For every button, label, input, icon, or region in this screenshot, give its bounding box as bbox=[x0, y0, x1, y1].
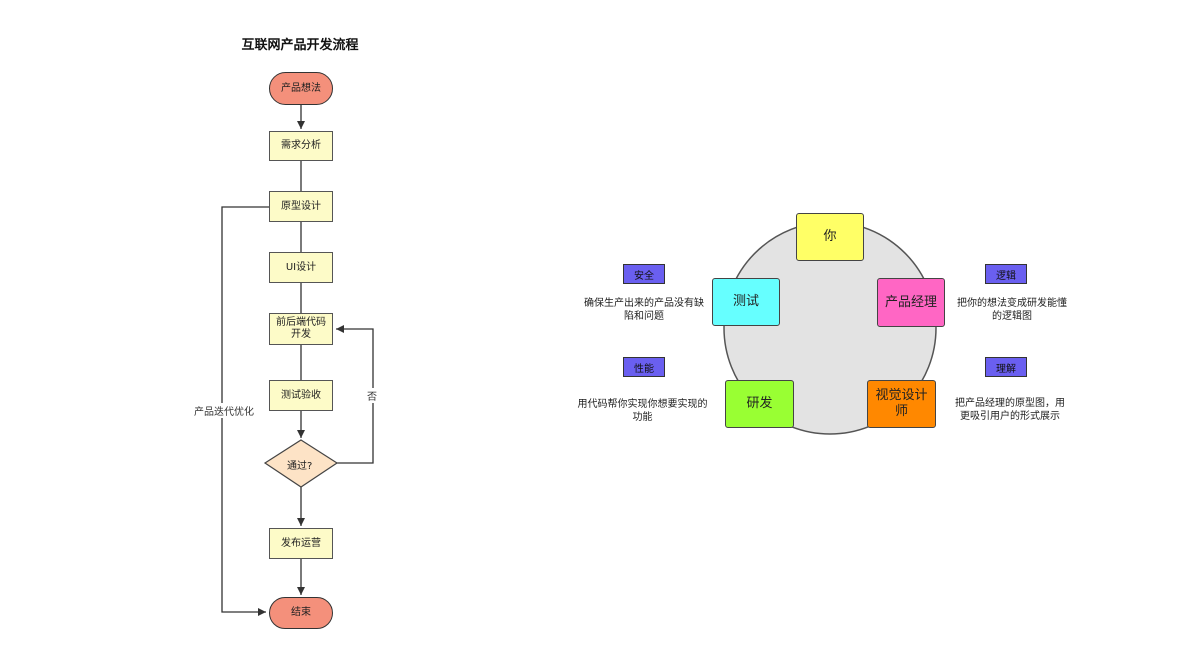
role-you: 你 bbox=[796, 213, 864, 261]
desc-performance-line1: 用代码帮你实现你想要实现的 bbox=[577, 399, 708, 410]
desc-security: 确保生产出来的产品没有缺 陷和问题 bbox=[573, 297, 715, 323]
edge-label-no: 否 bbox=[367, 388, 377, 403]
tag-security: 安全 bbox=[623, 264, 665, 284]
node-prototype-label: 原型设计 bbox=[281, 200, 321, 212]
edge-label-iterate: 产品迭代优化 bbox=[194, 403, 254, 418]
desc-logic: 把你的想法变成研发能懂 的逻辑图 bbox=[950, 297, 1074, 323]
desc-understanding-line1: 把产品经理的原型图，用 bbox=[955, 398, 1065, 409]
role-visual-designer-label-line1: 视觉设计 bbox=[875, 388, 928, 403]
desc-performance-line2: 功能 bbox=[632, 412, 653, 423]
role-tester: 测试 bbox=[712, 278, 780, 326]
desc-performance: 用代码帮你实现你想要实现的 功能 bbox=[570, 398, 715, 424]
desc-understanding: 把产品经理的原型图，用 更吸引用户的形式展示 bbox=[945, 397, 1075, 423]
role-product-manager: 产品经理 bbox=[877, 278, 945, 327]
node-prototype: 原型设计 bbox=[269, 191, 333, 222]
role-visual-designer-label-line2: 师 bbox=[894, 404, 908, 419]
node-development-label-line2: 开发 bbox=[291, 329, 311, 340]
tag-performance: 性能 bbox=[623, 357, 665, 377]
desc-understanding-line2: 更吸引用户的形式展示 bbox=[960, 411, 1060, 422]
role-you-label: 你 bbox=[823, 229, 837, 244]
flowchart-title: 互联网产品开发流程 bbox=[241, 38, 359, 53]
node-product-idea-label: 产品想法 bbox=[281, 82, 321, 94]
node-ui-design-label: UI设计 bbox=[285, 261, 317, 273]
tag-logic: 逻辑 bbox=[985, 264, 1027, 284]
decision-diamond bbox=[263, 439, 339, 488]
role-developer: 研发 bbox=[725, 380, 794, 428]
role-tester-label: 测试 bbox=[732, 294, 759, 309]
desc-security-line2: 陷和问题 bbox=[624, 311, 664, 322]
node-ui-design: UI设计 bbox=[269, 252, 333, 283]
desc-logic-line2: 的逻辑图 bbox=[992, 311, 1032, 322]
desc-security-line1: 确保生产出来的产品没有缺 bbox=[584, 298, 704, 309]
node-end-label: 结束 bbox=[291, 607, 311, 618]
node-development: 前后端代码 开发 bbox=[269, 313, 333, 345]
role-visual-designer: 视觉设计 师 bbox=[867, 380, 936, 428]
node-requirements-label: 需求分析 bbox=[281, 140, 321, 151]
node-acceptance-test-label: 测试验收 bbox=[281, 389, 321, 401]
node-development-label-line1: 前后端代码 bbox=[276, 317, 326, 328]
node-requirements: 需求分析 bbox=[269, 131, 333, 161]
desc-logic-line1: 把你的想法变成研发能懂 bbox=[957, 298, 1067, 309]
tag-understanding: 理解 bbox=[985, 357, 1027, 377]
node-acceptance-test: 测试验收 bbox=[269, 380, 333, 411]
node-product-idea: 产品想法 bbox=[269, 72, 333, 105]
node-release-label: 发布运营 bbox=[281, 537, 321, 549]
decision-label: 通过? bbox=[287, 461, 313, 472]
node-end: 结束 bbox=[269, 597, 333, 629]
node-release: 发布运营 bbox=[269, 528, 333, 559]
role-developer-label: 研发 bbox=[746, 396, 773, 411]
role-product-manager-label: 产品经理 bbox=[884, 294, 937, 310]
